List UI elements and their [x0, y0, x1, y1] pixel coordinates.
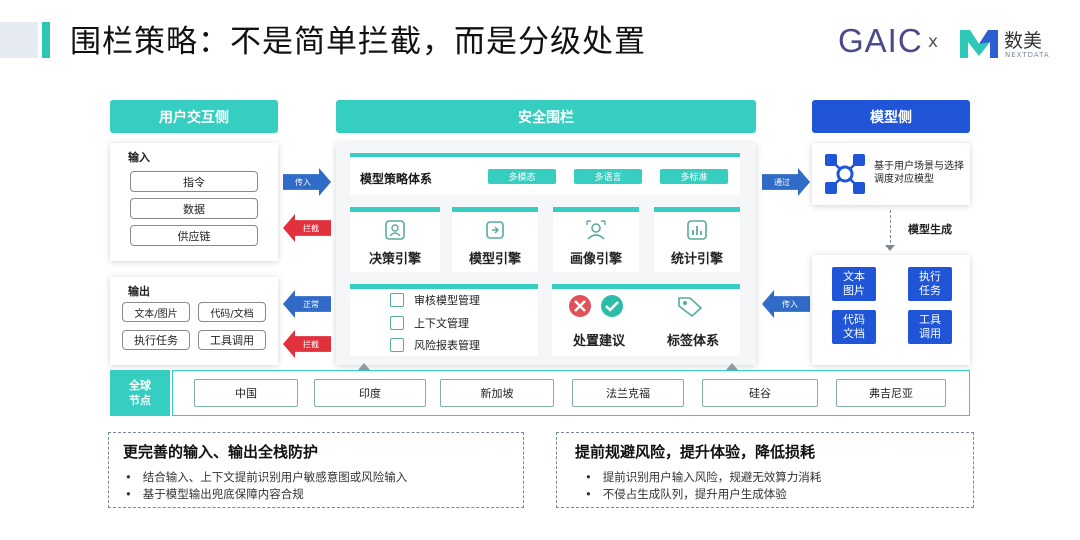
up-triangle [726, 363, 738, 370]
nextdata-logo-icon [960, 30, 998, 58]
model-icon [486, 221, 504, 239]
bottom-right-title: 提前规避风险，提升体验，降低损耗 [575, 443, 816, 461]
bullet-item: • 不侵占生成队列，提升用户生成体验 [585, 487, 787, 501]
output-code-doc[interactable]: 代码/文档 [198, 302, 266, 322]
node-silicon-valley[interactable]: 硅谷 [702, 379, 818, 407]
arrow-pass-in-right: 传入 [762, 290, 810, 318]
node-frankfurt[interactable]: 法兰克福 [572, 379, 684, 407]
model-gen-label: 模型生成 [908, 223, 952, 236]
tag-multilingual: 多语言 [574, 169, 642, 184]
output-label: 输出 [128, 285, 150, 298]
model-scheduler-panel: 基于用户场景与选择调度对应模型 [812, 143, 970, 205]
card-top-bar [553, 207, 639, 212]
output-tool-call[interactable]: 工具调用 [198, 330, 266, 350]
engine-decision: 决策引擎 [350, 207, 440, 272]
arrow-intercept: 拦截 [283, 330, 331, 358]
bullet-text: 提前识别用户输入风险，规避无效算力消耗 [602, 470, 822, 484]
bullet-item: • 提前识别用户输入风险，规避无效算力消耗 [585, 470, 822, 484]
disposal-card: 处置建议 标签体系 [552, 284, 740, 356]
engine-profile: 画像引擎 [553, 207, 639, 272]
card-top-bar [350, 207, 440, 212]
list-item-label: 审核模型管理 [414, 294, 480, 307]
up-triangle [358, 363, 370, 370]
list-item: 风险报表管理 [390, 337, 480, 353]
node-india[interactable]: 印度 [314, 379, 426, 407]
arrow-normal: 正常 [283, 290, 331, 318]
logo-separator: x [928, 32, 939, 52]
document-icon [390, 293, 404, 307]
decision-icon [385, 220, 405, 240]
approve-icon [601, 295, 623, 317]
card-top-bar [350, 284, 538, 289]
page-title: 围栏策略：不是简单拦截，而是分级处置 [70, 24, 646, 60]
node-virginia[interactable]: 弗吉尼亚 [836, 379, 946, 407]
model-side-header: 模型侧 [812, 100, 970, 133]
management-card: 审核模型管理 上下文管理 风险报表管理 [350, 284, 538, 356]
document-icon [390, 316, 404, 330]
profile-icon [586, 220, 606, 240]
network-icon [825, 154, 865, 194]
list-item-label: 上下文管理 [414, 317, 469, 330]
arrow-pass-in: 传入 [283, 168, 331, 196]
node-singapore[interactable]: 新加坡 [440, 379, 554, 407]
guard-header: 安全围栏 [336, 100, 756, 133]
output-text-image[interactable]: 文本/图片 [122, 302, 190, 322]
list-item: 上下文管理 [390, 315, 469, 331]
strategy-system-bar: 模型策略体系 多模态 多语言 多标准 [350, 153, 740, 195]
dashed-connector [890, 210, 891, 248]
list-item: 审核模型管理 [390, 292, 480, 308]
engine-model: 模型引擎 [452, 207, 538, 272]
output-execute-task[interactable]: 执行任务 [122, 330, 190, 350]
title-decor-bar [0, 22, 38, 58]
title-accent-bar [42, 22, 50, 58]
input-supply-chain[interactable]: 供应链 [130, 225, 258, 246]
tag-icon [678, 297, 703, 318]
global-nodes-label: 全球 节点 [110, 370, 170, 416]
gen-text-image: 文本 图片 [832, 267, 876, 301]
document-icon [390, 338, 404, 352]
bullet-text: 基于模型输出兜底保障内容合规 [142, 487, 304, 501]
node-china[interactable]: 中国 [194, 379, 298, 407]
brand-subtitle: NEXTDATA [1005, 51, 1050, 59]
down-arrow-icon [885, 245, 895, 251]
bullet-text: 不侵占生成队列，提升用户生成体验 [602, 487, 787, 501]
strategy-system-title: 模型策略体系 [360, 172, 433, 186]
bullet-item: • 结合输入、上下文提前识别用户敏感意图或风险输入 [125, 470, 408, 484]
gaic-logo: GAIC [838, 22, 923, 59]
bottom-left-box: 更完善的输入、输出全栈防护 • 结合输入、上下文提前识别用户敏感意图或风险输入 … [108, 432, 524, 508]
bullet-item: • 基于模型输出兜底保障内容合规 [125, 487, 304, 501]
card-top-bar [654, 207, 740, 212]
gen-execute-task: 执行 任务 [908, 267, 952, 301]
input-data[interactable]: 数据 [130, 198, 258, 219]
bullet-text: 结合输入、上下文提前识别用户敏感意图或风险输入 [142, 470, 408, 484]
gen-tool-call: 工具 调用 [908, 310, 952, 344]
list-item-label: 风险报表管理 [414, 339, 480, 352]
gen-code-doc: 代码 文档 [832, 310, 876, 344]
input-instruction[interactable]: 指令 [130, 171, 258, 192]
arrow-block: 拦截 [283, 214, 331, 242]
input-panel: 输入 指令 数据 供应链 [110, 143, 278, 261]
input-label: 输入 [128, 151, 150, 164]
card-top-bar [452, 207, 538, 212]
engine-statistics: 统计引擎 [654, 207, 740, 272]
disposal-label: 处置建议 [572, 334, 625, 349]
engine-statistics-label: 统计引擎 [670, 252, 723, 267]
bottom-left-title: 更完善的输入、输出全栈防护 [123, 443, 319, 461]
brand-name: 数美 [1004, 30, 1043, 52]
reject-icon [569, 295, 591, 317]
model-gen-panel: 文本 图片 执行 任务 代码 文档 工具 调用 [812, 255, 970, 365]
scheduler-desc: 基于用户场景与选择调度对应模型 [874, 161, 964, 185]
user-side-header: 用户交互侧 [110, 100, 278, 133]
tag-multimodal: 多模态 [488, 169, 556, 184]
bottom-right-box: 提前规避风险，提升体验，降低损耗 • 提前识别用户输入风险，规避无效算力消耗 •… [556, 432, 974, 508]
statistics-icon [687, 220, 707, 240]
engine-model-label: 模型引擎 [468, 252, 521, 267]
output-panel: 输出 文本/图片 代码/文档 执行任务 工具调用 [110, 277, 278, 365]
label-system-label: 标签体系 [666, 334, 719, 349]
engine-decision-label: 决策引擎 [368, 252, 421, 267]
arrow-pass-through: 通过 [762, 168, 810, 196]
card-top-bar [552, 284, 740, 289]
tag-multistandard: 多标准 [660, 169, 728, 184]
engine-profile-label: 画像引擎 [569, 252, 622, 267]
